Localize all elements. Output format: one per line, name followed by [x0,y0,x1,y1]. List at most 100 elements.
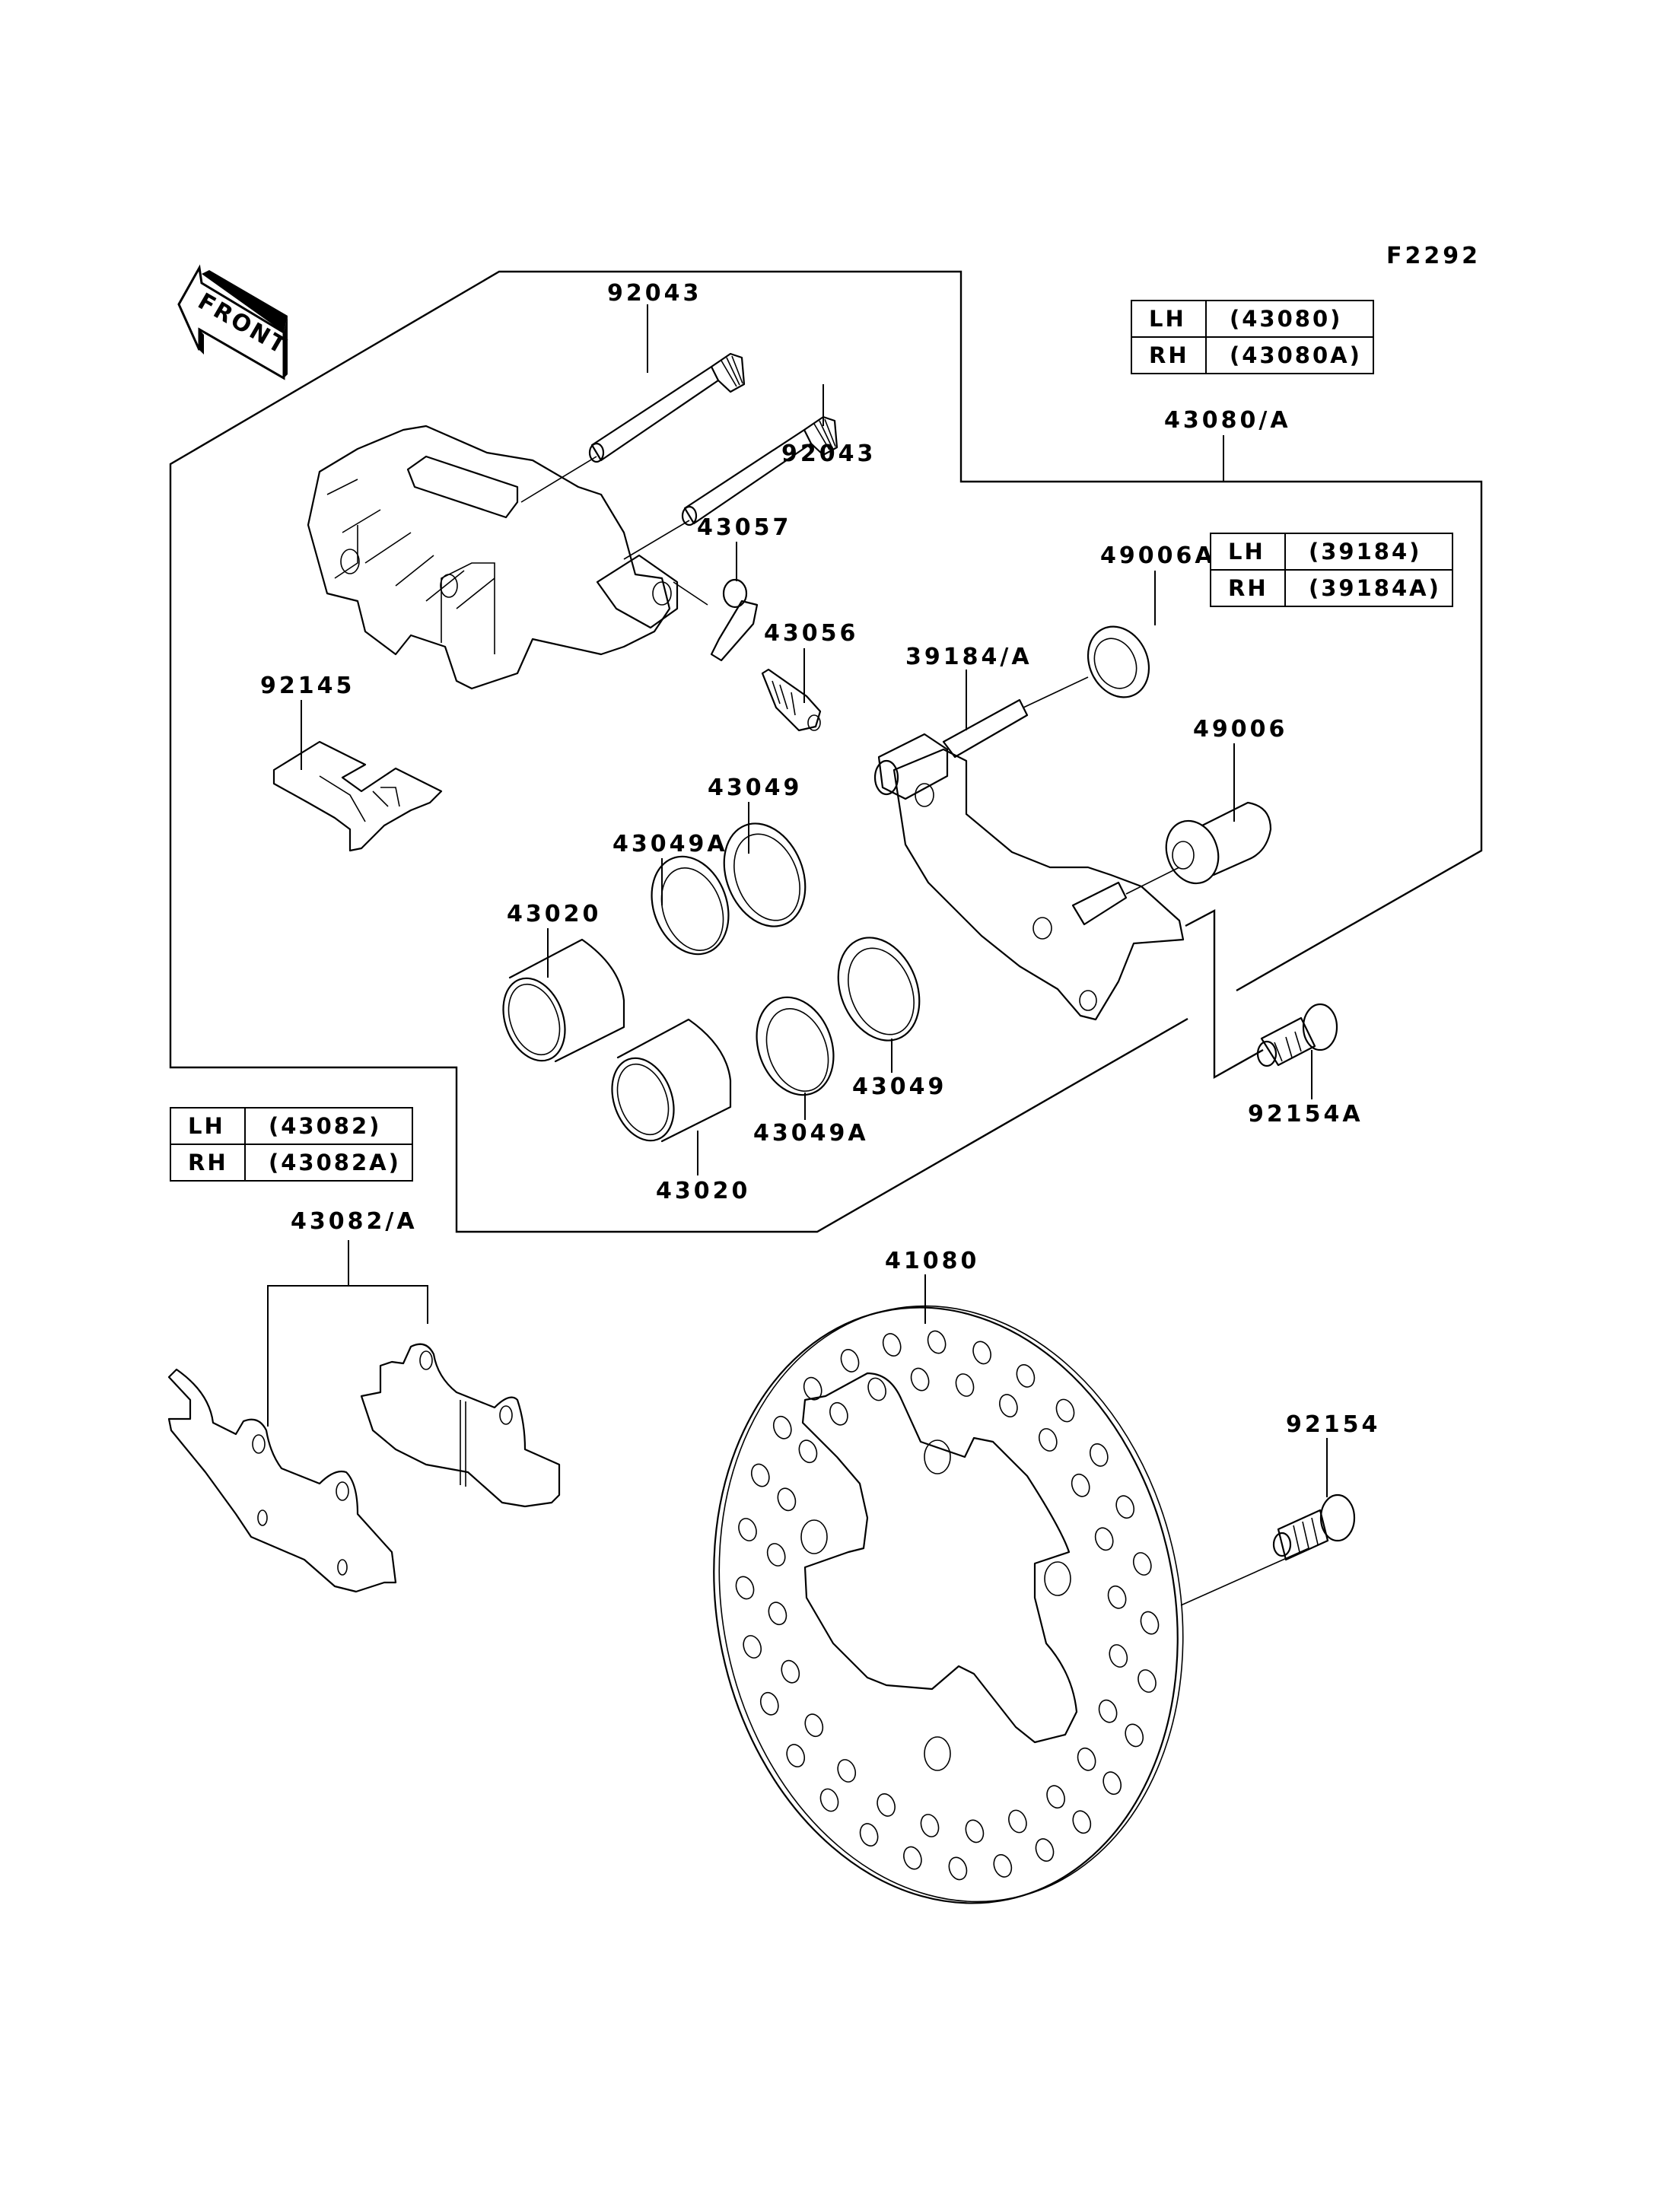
disc-vent-hole [1071,1473,1090,1497]
caliper-bracket [873,676,1185,1021]
disc-vent-hole [972,1341,991,1365]
disc-vent-hole [738,1518,757,1541]
brake-pad-rear [360,1343,561,1508]
disc-vent-hole [1046,1785,1065,1809]
disc-vent-hole [766,1543,786,1567]
table-bracket: LH (39184) RH (39184A) [1210,533,1453,607]
label-92154: 92154 [1286,1411,1380,1438]
disc-vent-hole [837,1759,857,1783]
part-number: (39184) [1284,533,1453,571]
side-label: LH [170,1107,246,1145]
bleeder-valve [761,668,822,732]
part-number: (43082A) [244,1144,413,1182]
front-arrow-icon: FRONT [177,264,292,380]
label-43057: 43057 [697,514,791,541]
label-92145: 92145 [260,673,355,699]
table-row: RH (43080A) [1131,336,1374,374]
table-row: RH (39184A) [1210,569,1453,607]
table-row: LH (43080) [1131,300,1374,338]
label-92043-lower: 92043 [781,441,876,467]
pin-boot-upper [1087,625,1150,698]
disc-vent-hole [910,1367,930,1392]
piston-seal-upper [723,822,807,927]
disc-vent-hole [798,1439,818,1464]
label-49006: 49006 [1193,716,1287,743]
disc-vent-hole [1102,1771,1122,1796]
piston-upper [502,938,625,1063]
disc-vent-hole [1094,1527,1114,1551]
side-label: RH [1131,336,1207,374]
label-39184A: 39184/A [905,644,1032,670]
disc-vent-hole [1077,1747,1096,1771]
side-label: LH [1210,533,1286,571]
disc-vent-hole [1055,1398,1075,1423]
disc-vent-hole [803,1376,822,1401]
disc-vent-hole [1035,1838,1055,1862]
leader-lines [301,304,1328,1497]
bracket-bolt-frame [1185,909,1264,1080]
disc-bolt [1272,1493,1356,1561]
piston-lower [611,1018,732,1143]
disc-vent-hole [955,1373,975,1397]
disc-vent-hole [1109,1644,1128,1668]
figure-id: F2292 [1386,243,1481,269]
side-label: LH [1131,300,1207,338]
disc-vent-hole [750,1463,770,1487]
brake-pad-front [167,1368,397,1593]
label-43082A: 43082/A [291,1208,418,1235]
part-number: (43080) [1205,300,1374,338]
disc-vent-hole [829,1401,848,1426]
disc-vent-hole [735,1576,755,1600]
disc-vent-hole [819,1788,839,1812]
label-43080A: 43080/A [1164,407,1291,434]
disc-vent-hole [920,1814,940,1837]
caliper-body [307,425,679,690]
disc-vent-hole [786,1744,806,1767]
label-43056: 43056 [764,620,858,647]
disc-vent-hole [999,1394,1018,1417]
disc-vent-hole [772,1415,792,1439]
label-43049-right: 43049 [852,1074,947,1100]
disc-vent-hole [781,1659,800,1684]
disc-vent-hole [859,1823,879,1847]
label-43049-top: 43049 [708,775,802,801]
label-41080: 41080 [885,1248,979,1274]
disc-vent-hole [1125,1723,1144,1748]
caliper-assembly-frame [169,270,1483,1233]
disc-vent-hole [1089,1443,1109,1467]
table-row: LH (43082) [170,1107,413,1145]
disc-vent-hole [948,1856,968,1881]
disc-vent-hole [1098,1699,1118,1723]
bleeder-cap [673,578,759,662]
side-label: RH [1210,569,1286,607]
disc-vent-hole [1008,1809,1027,1834]
bracket-bolt [1256,1003,1338,1067]
side-label: RH [170,1144,246,1182]
disc-vent-hole [993,1854,1013,1878]
disc-vent-hole [804,1713,824,1738]
label-43049A-top: 43049A [612,831,728,857]
label-43049A-bottom: 43049A [753,1120,869,1147]
disc-vent-hole [903,1846,922,1870]
dust-seal-lower [756,996,835,1096]
disc-vent-hole [1072,1810,1092,1834]
disc-vent-hole [768,1602,788,1626]
disc-vent-hole [743,1635,762,1659]
table-row: RH (43082A) [170,1144,413,1182]
brake-disc [713,1305,1184,1904]
disc-bolt-leader [1180,1548,1309,1606]
pad-spring [272,740,443,852]
label-49006A: 49006A [1100,542,1216,569]
label-43020-top: 43020 [507,901,601,927]
disc-vent-hole [927,1330,947,1354]
disc-vent-hole [777,1487,797,1512]
label-92043-upper: 92043 [607,280,702,307]
disc-vent-hole [1115,1495,1135,1519]
part-number: (43082) [244,1107,413,1145]
disc-vent-hole [1038,1428,1058,1452]
pin-boot-lower [1165,801,1272,885]
table-caliper-assembly: LH (43080) RH (43080A) [1131,300,1374,374]
table-row: LH (39184) [1210,533,1453,571]
disc-vent-hole [965,1819,985,1843]
